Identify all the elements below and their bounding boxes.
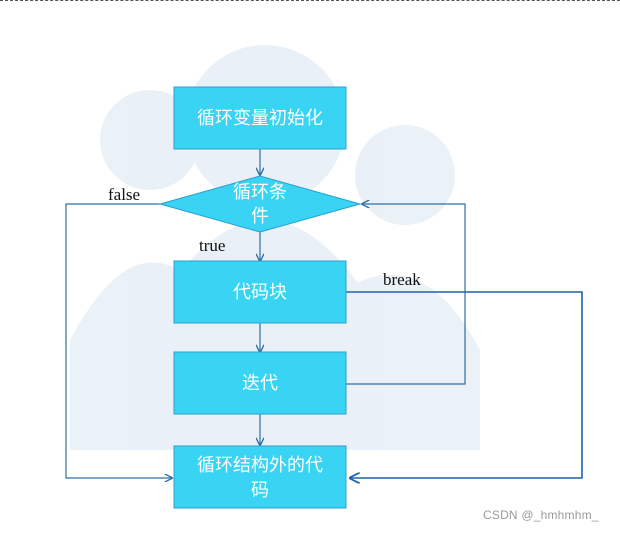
node-iterate-label: 迭代 [242, 373, 278, 394]
dashed-top-border [0, 0, 620, 1]
node-body: 代码块 [173, 260, 347, 324]
node-iterate: 迭代 [173, 351, 347, 415]
connectors [65, 149, 466, 478]
node-init-label: 循环变量初始化 [197, 108, 323, 129]
node-condition-label-line2: 件 [251, 206, 269, 227]
edge-label-break: break [383, 270, 421, 289]
node-init: 循环变量初始化 [173, 86, 347, 150]
node-condition: 循环条 件 [158, 175, 362, 233]
edge-label-false: false [108, 185, 140, 204]
node-after-loop-label-line1: 循环结构外的代 [197, 455, 323, 476]
csdn-watermark: CSDN @_hmhmhm_ [483, 508, 599, 522]
arrow-condition-false-to-after [65, 203, 172, 478]
arrow-iterate-loop-back [346, 204, 466, 385]
edge-label-true: true [199, 236, 225, 255]
node-after-loop: 循环结构外的代 码 [173, 445, 347, 509]
arrow-break-to-after [346, 291, 583, 478]
node-after-loop-label-line2: 码 [251, 480, 269, 501]
node-body-label: 代码块 [233, 282, 287, 303]
node-condition-label-line1: 循环条 [233, 182, 287, 203]
